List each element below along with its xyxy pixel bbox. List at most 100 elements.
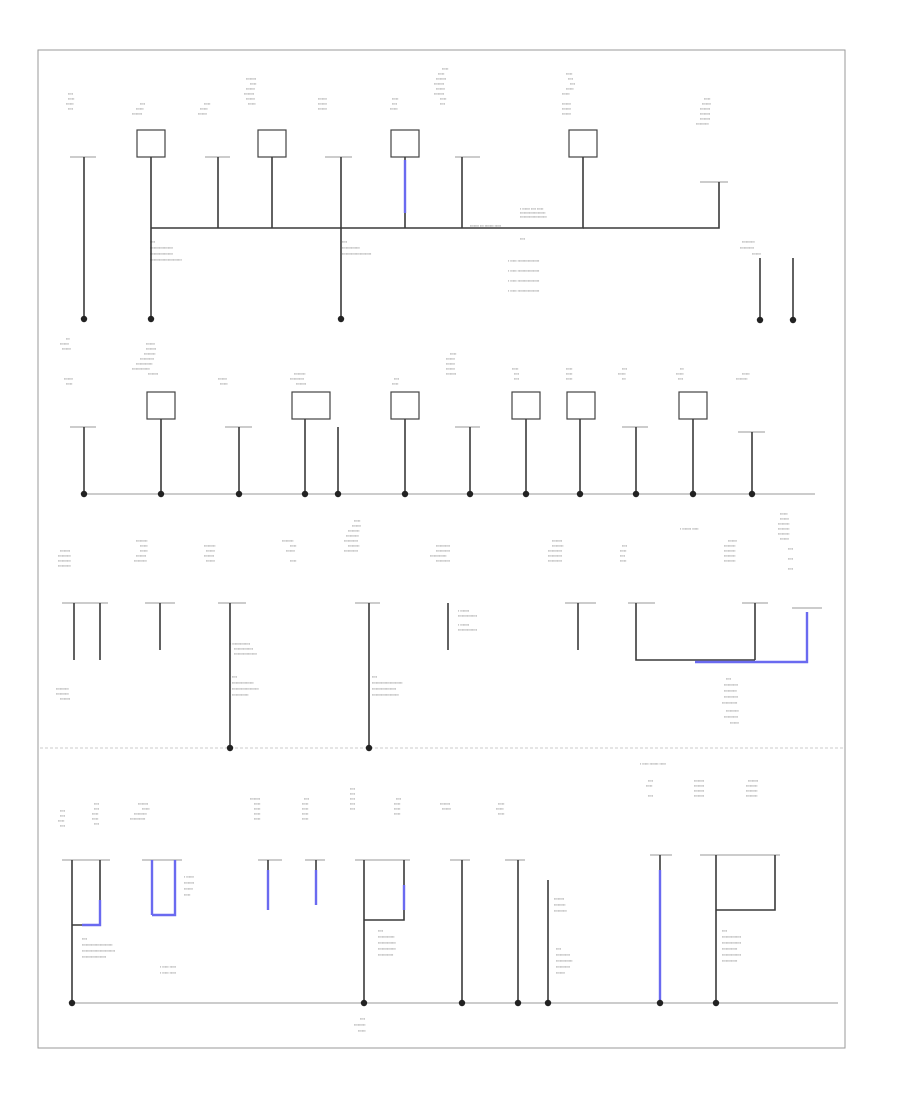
svg-text:▪▪▪▪▪▪▪▪: ▪▪▪▪▪▪▪▪: [436, 77, 446, 81]
svg-text:▪▪▪▪▪▪▪▪▪▪▪: ▪▪▪▪▪▪▪▪▪▪▪: [548, 549, 562, 553]
svg-text:▪▪▪▪▪▪▪▪▪: ▪▪▪▪▪▪▪▪▪: [778, 532, 789, 536]
svg-text:▪▪▪▪▪▪▪▪▪▪▪▪: ▪▪▪▪▪▪▪▪▪▪▪▪: [378, 953, 393, 957]
svg-text:▪▪▪▪▪▪▪▪▪▪▪: ▪▪▪▪▪▪▪▪▪▪▪: [436, 549, 450, 553]
svg-text:▪▪▪▪▪▪: ▪▪▪▪▪▪: [142, 807, 150, 811]
svg-text:▪▪▪▪: ▪▪▪▪: [726, 677, 731, 681]
svg-text:▪▪▪▪: ▪▪▪▪: [648, 794, 653, 798]
svg-text:▪▪▪▪▪▪▪: ▪▪▪▪▪▪▪: [198, 112, 207, 116]
svg-text:▪▪▪▪▪▪▪▪▪▪: ▪▪▪▪▪▪▪▪▪▪: [58, 559, 71, 563]
svg-text:▪▪▪▪▪: ▪▪▪▪▪: [302, 812, 308, 816]
svg-text:▪▪▪▪: ▪▪▪▪: [788, 547, 793, 551]
svg-text:▪▪▪▪▪▪: ▪▪▪▪▪▪: [220, 382, 228, 386]
svg-text:▪▪▪▪: ▪▪▪▪: [678, 377, 683, 381]
svg-text:▪▪▪▪▪▪▪▪: ▪▪▪▪▪▪▪▪: [700, 112, 710, 116]
svg-text:▪▪▪▪▪: ▪▪▪▪▪: [438, 72, 444, 76]
svg-text:▪▪▪▪: ▪▪▪▪: [568, 77, 573, 81]
svg-text:▪▪▪▪▪▪▪▪▪▪▪▪▪▪▪▪▪▪▪▪▪: ▪▪▪▪▪▪▪▪▪▪▪▪▪▪▪▪▪▪▪▪▪: [372, 693, 399, 697]
svg-text:▪▪▪▪▪▪▪▪: ▪▪▪▪▪▪▪▪: [244, 92, 254, 96]
svg-text:▪▪▪▪▪▪▪ ▪▪▪ ▪▪▪▪▪▪▪ ▪▪▪▪▪: ▪▪▪▪▪▪▪ ▪▪▪ ▪▪▪▪▪▪▪ ▪▪▪▪▪: [470, 224, 501, 228]
svg-text:▪▪▪▪▪▪▪: ▪▪▪▪▪▪▪: [62, 347, 71, 351]
svg-text:▪▪▪▪: ▪▪▪▪: [94, 802, 99, 806]
svg-text:▪▪▪▪▪▪▪▪▪▪▪▪▪: ▪▪▪▪▪▪▪▪▪▪▪▪▪: [136, 362, 153, 366]
svg-text:▪▪▪▪▪: ▪▪▪▪▪: [254, 802, 260, 806]
svg-text:▪▪▪▪▪: ▪▪▪▪▪: [58, 819, 64, 823]
svg-text:▪▪▪▪: ▪▪▪▪: [394, 377, 399, 381]
svg-text:▪▪▪▪▪▪▪▪: ▪▪▪▪▪▪▪▪: [440, 802, 450, 806]
svg-text:▪▪▪▪▪▪▪▪▪▪▪: ▪▪▪▪▪▪▪▪▪▪▪: [724, 695, 738, 699]
svg-text:▪▪▪▪▪▪▪: ▪▪▪▪▪▪▪: [780, 517, 789, 521]
svg-text:▪▪▪▪: ▪▪▪▪: [350, 787, 355, 791]
svg-text:▪▪▪▪▪▪▪▪▪▪▪▪▪▪▪: ▪▪▪▪▪▪▪▪▪▪▪▪▪▪▪: [722, 941, 741, 945]
svg-text:▪▪▪▪▪▪▪▪▪▪: ▪▪▪▪▪▪▪▪▪▪: [742, 240, 755, 244]
svg-text:▪▪▪▪: ▪▪▪▪: [440, 102, 445, 106]
svg-text:▪▪▪▪▪▪▪▪▪▪▪▪▪▪: ▪▪▪▪▪▪▪▪▪▪▪▪▪▪: [378, 947, 396, 951]
svg-text:▪▪▪▪▪▪▪▪▪▪▪▪▪▪▪▪▪▪▪▪▪▪▪▪: ▪▪▪▪▪▪▪▪▪▪▪▪▪▪▪▪▪▪▪▪▪▪▪▪: [82, 943, 113, 947]
svg-text:▪▪▪▪▪: ▪▪▪▪▪: [204, 102, 210, 106]
svg-text:▪▪▪▪▪▪▪▪▪: ▪▪▪▪▪▪▪▪▪: [282, 539, 293, 543]
svg-text:▪▪▪▪▪▪▪: ▪▪▪▪▪▪▪: [184, 887, 193, 891]
svg-text:▪▪▪▪▪▪▪▪▪▪▪: ▪▪▪▪▪▪▪▪▪▪▪: [548, 559, 562, 563]
svg-text:▪▪▪▪▪▪▪: ▪▪▪▪▪▪▪: [446, 367, 455, 371]
svg-text:▪▪▪▪▪▪▪▪▪: ▪▪▪▪▪▪▪▪▪: [746, 784, 757, 788]
svg-text:▪▪▪▪▪▪▪▪▪▪▪▪▪▪: ▪▪▪▪▪▪▪▪▪▪▪▪▪▪: [342, 246, 360, 250]
svg-text:▪▪▪▪▪▪▪▪▪▪▪▪▪: ▪▪▪▪▪▪▪▪▪▪▪▪▪: [430, 554, 447, 558]
svg-text:▪▪▪▪: ▪▪▪▪: [392, 102, 397, 106]
svg-text:▪▪▪▪▪▪▪▪▪▪▪▪▪▪▪: ▪▪▪▪▪▪▪▪▪▪▪▪▪▪▪: [234, 647, 253, 651]
svg-text:▪ ▪▪▪▪▪ ▪▪▪▪▪▪▪▪▪▪▪▪▪▪▪▪▪: ▪ ▪▪▪▪▪ ▪▪▪▪▪▪▪▪▪▪▪▪▪▪▪▪▪: [508, 269, 539, 273]
svg-text:▪▪▪▪▪▪▪▪▪▪▪▪▪▪▪: ▪▪▪▪▪▪▪▪▪▪▪▪▪▪▪: [722, 935, 741, 939]
svg-text:▪▪▪▪: ▪▪▪▪: [82, 937, 87, 941]
svg-text:▪▪▪▪▪▪▪: ▪▪▪▪▪▪▪: [318, 107, 327, 111]
svg-text:▪▪▪▪▪▪▪: ▪▪▪▪▪▪▪: [562, 102, 571, 106]
svg-text:▪▪▪▪▪▪: ▪▪▪▪▪▪: [742, 372, 750, 376]
svg-text:▪ ▪▪▪▪▪▪▪: ▪ ▪▪▪▪▪▪▪: [458, 623, 469, 627]
svg-text:▪▪▪▪▪▪▪▪▪▪▪▪: ▪▪▪▪▪▪▪▪▪▪▪▪: [722, 701, 737, 705]
svg-text:▪▪▪▪: ▪▪▪▪: [788, 567, 793, 571]
svg-text:▪▪▪▪▪: ▪▪▪▪▪: [394, 807, 400, 811]
svg-text:▪▪▪▪▪▪▪▪▪: ▪▪▪▪▪▪▪▪▪: [724, 544, 735, 548]
svg-text:▪ ▪▪▪▪▪ ▪▪▪▪▪▪▪▪▪▪▪▪▪▪▪▪▪: ▪ ▪▪▪▪▪ ▪▪▪▪▪▪▪▪▪▪▪▪▪▪▪▪▪: [508, 279, 539, 283]
svg-text:▪▪▪▪▪▪▪▪▪: ▪▪▪▪▪▪▪▪▪: [136, 539, 147, 543]
svg-text:▪▪▪▪▪▪▪: ▪▪▪▪▪▪▪: [752, 252, 761, 256]
svg-text:▪▪▪▪▪▪: ▪▪▪▪▪▪: [562, 92, 570, 96]
svg-text:▪▪▪▪▪▪▪▪▪▪▪: ▪▪▪▪▪▪▪▪▪▪▪: [724, 715, 738, 719]
svg-text:▪▪▪▪▪▪▪▪: ▪▪▪▪▪▪▪▪: [700, 117, 710, 121]
svg-text:▪▪▪▪▪: ▪▪▪▪▪: [302, 807, 308, 811]
svg-text:▪▪▪▪▪: ▪▪▪▪▪: [566, 377, 572, 381]
svg-text:▪▪▪▪: ▪▪▪▪: [620, 554, 625, 558]
svg-text:▪▪▪▪: ▪▪▪▪: [722, 929, 727, 933]
svg-text:▪▪▪▪▪▪: ▪▪▪▪▪▪: [140, 549, 148, 553]
svg-text:▪▪▪▪▪▪: ▪▪▪▪▪▪: [390, 107, 398, 111]
svg-text:▪▪▪▪▪▪▪▪▪▪▪: ▪▪▪▪▪▪▪▪▪▪▪: [556, 953, 570, 957]
svg-text:▪▪▪▪▪▪▪▪: ▪▪▪▪▪▪▪▪: [446, 372, 456, 376]
svg-text:▪▪▪▪▪▪▪▪▪▪▪: ▪▪▪▪▪▪▪▪▪▪▪: [344, 539, 358, 543]
svg-text:▪▪▪▪▪▪▪: ▪▪▪▪▪▪▪: [562, 112, 571, 116]
svg-text:▪▪▪▪▪: ▪▪▪▪▪: [392, 97, 398, 101]
svg-text:▪▪▪▪: ▪▪▪▪: [68, 92, 73, 96]
svg-text:▪▪▪▪▪▪▪▪: ▪▪▪▪▪▪▪▪: [434, 82, 444, 86]
svg-text:▪▪▪▪: ▪▪▪▪: [788, 557, 793, 561]
svg-text:▪▪▪▪▪▪▪▪▪▪▪▪▪▪▪▪▪▪: ▪▪▪▪▪▪▪▪▪▪▪▪▪▪▪▪▪▪: [150, 246, 173, 250]
svg-text:▪▪▪▪▪▪▪▪▪: ▪▪▪▪▪▪▪▪▪: [778, 527, 789, 531]
svg-text:▪▪▪▪▪▪▪▪: ▪▪▪▪▪▪▪▪: [148, 372, 158, 376]
svg-text:▪▪▪▪▪▪▪: ▪▪▪▪▪▪▪: [730, 721, 739, 725]
svg-text:▪▪▪: ▪▪▪: [66, 337, 70, 341]
svg-text:▪▪▪▪▪▪▪▪▪▪▪▪▪▪▪▪▪▪▪▪: ▪▪▪▪▪▪▪▪▪▪▪▪▪▪▪▪▪▪▪▪: [520, 211, 545, 215]
svg-text:▪▪▪▪▪: ▪▪▪▪▪: [302, 802, 308, 806]
svg-text:▪▪▪▪▪▪▪▪▪: ▪▪▪▪▪▪▪▪▪: [348, 544, 359, 548]
svg-text:▪▪▪▪: ▪▪▪▪: [150, 240, 155, 244]
svg-text:▪ ▪▪▪▪▪ ▪▪▪▪▪: ▪ ▪▪▪▪▪ ▪▪▪▪▪: [160, 965, 176, 969]
svg-text:▪▪▪▪▪▪: ▪▪▪▪▪▪: [618, 372, 626, 376]
svg-text:▪▪▪▪▪▪▪▪▪▪: ▪▪▪▪▪▪▪▪▪▪: [58, 564, 71, 568]
svg-text:▪▪▪▪: ▪▪▪▪: [350, 807, 355, 811]
svg-text:▪▪▪▪▪▪▪▪▪▪: ▪▪▪▪▪▪▪▪▪▪: [56, 692, 69, 696]
svg-text:▪▪▪▪▪▪▪▪▪▪▪▪▪▪▪▪▪▪▪▪▪: ▪▪▪▪▪▪▪▪▪▪▪▪▪▪▪▪▪▪▪▪▪: [520, 215, 547, 219]
svg-text:▪▪▪▪▪▪▪▪▪▪: ▪▪▪▪▪▪▪▪▪▪: [554, 909, 567, 913]
svg-text:▪▪▪▪▪: ▪▪▪▪▪: [646, 784, 652, 788]
svg-text:▪▪▪▪▪▪: ▪▪▪▪▪▪: [200, 107, 208, 111]
svg-text:▪▪▪▪▪: ▪▪▪▪▪: [290, 559, 296, 563]
svg-text:▪▪▪▪: ▪▪▪▪: [350, 802, 355, 806]
svg-text:▪▪▪▪▪▪▪▪▪▪▪▪▪: ▪▪▪▪▪▪▪▪▪▪▪▪▪: [232, 693, 249, 697]
svg-text:▪▪▪▪: ▪▪▪▪: [622, 544, 627, 548]
svg-text:▪▪▪▪▪▪▪▪: ▪▪▪▪▪▪▪▪: [552, 539, 562, 543]
svg-text:▪▪▪▪▪▪▪▪▪▪▪▪▪▪▪▪▪▪▪▪▪▪▪▪▪: ▪▪▪▪▪▪▪▪▪▪▪▪▪▪▪▪▪▪▪▪▪▪▪▪▪: [150, 258, 182, 262]
